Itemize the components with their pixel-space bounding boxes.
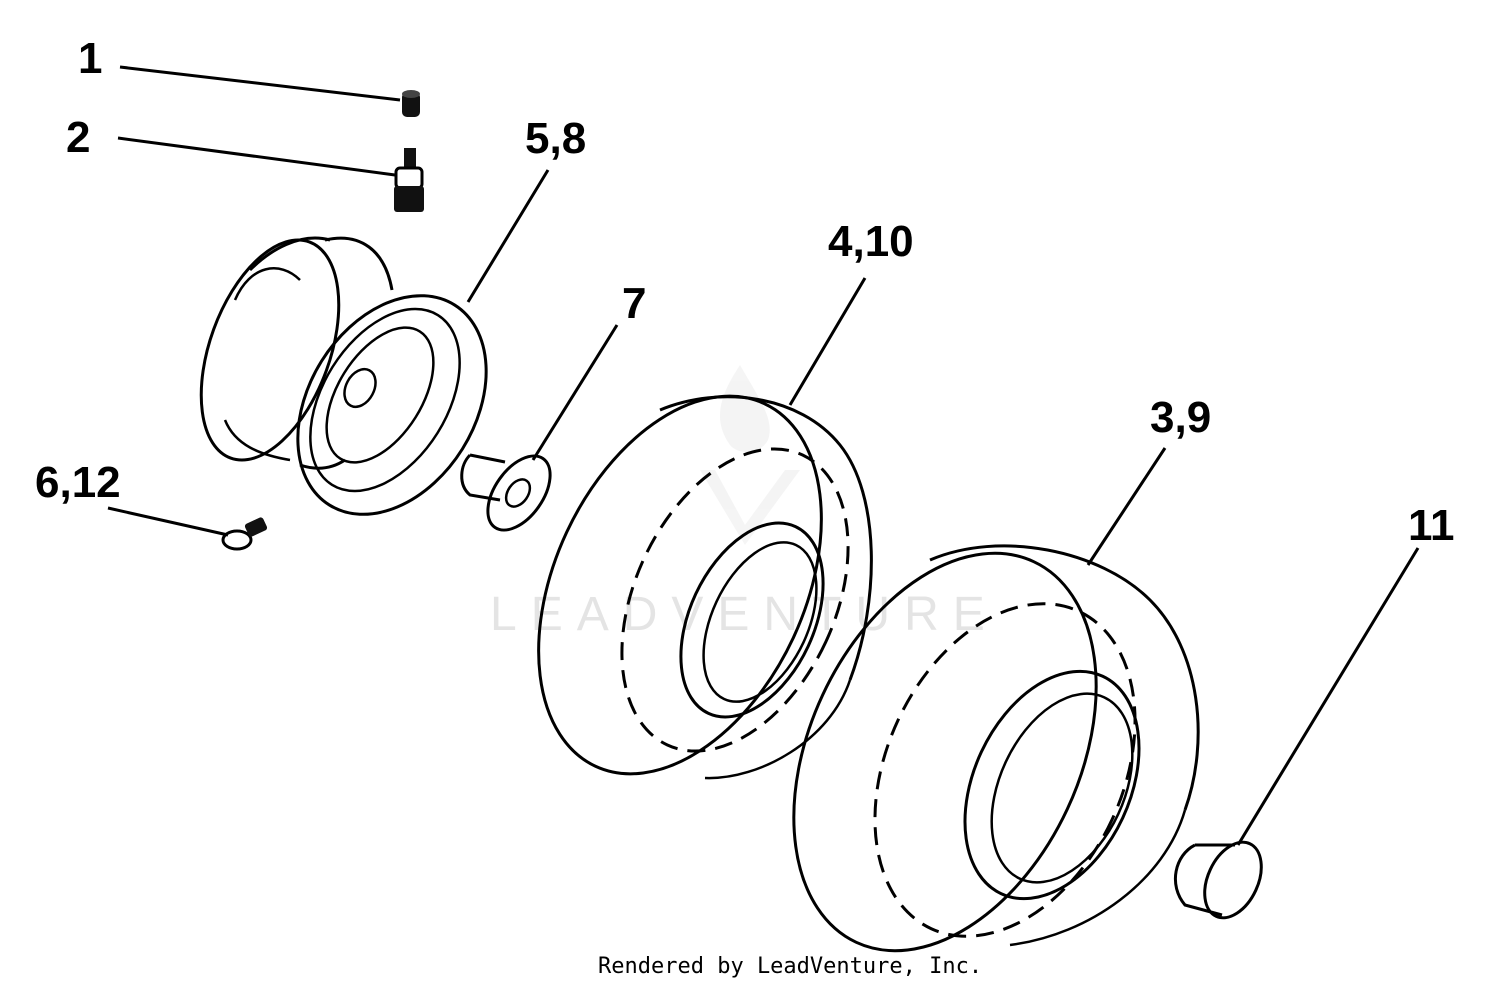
leader-line-7 — [531, 324, 619, 461]
callout-3-9: 3,9 — [1150, 393, 1211, 442]
callout-11: 11 — [1408, 501, 1455, 550]
leader-line-1 — [119, 65, 401, 102]
callout-1: 1 — [78, 34, 102, 83]
leader-line-11 — [1236, 547, 1420, 846]
watermark-text: LEADVENTURE — [490, 588, 999, 641]
valve-cap-part — [402, 90, 420, 117]
leader-line-6-12 — [107, 506, 229, 537]
grease-fitting-part — [221, 517, 268, 551]
callout-4-10: 4,10 — [828, 217, 914, 266]
watermark-logo — [700, 365, 800, 545]
callout-7: 7 — [622, 279, 646, 328]
callout-6-12: 6,12 — [35, 458, 121, 507]
rim-part — [199, 236, 488, 516]
bushing-part — [460, 453, 552, 532]
front-tire-part — [537, 394, 873, 780]
leader-line-4-10 — [788, 277, 867, 406]
leader-line-5-8 — [466, 169, 550, 303]
callout-5-8: 5,8 — [525, 114, 586, 163]
rear-tire-part — [792, 544, 1200, 953]
leader-line-3-9 — [1086, 447, 1167, 566]
callout-2: 2 — [66, 113, 90, 162]
leader-line-2 — [117, 136, 396, 177]
footer-credit: Rendered by LeadVenture, Inc. — [598, 954, 982, 979]
hub-cap-part — [1174, 840, 1263, 920]
valve-stem-part — [394, 148, 424, 212]
